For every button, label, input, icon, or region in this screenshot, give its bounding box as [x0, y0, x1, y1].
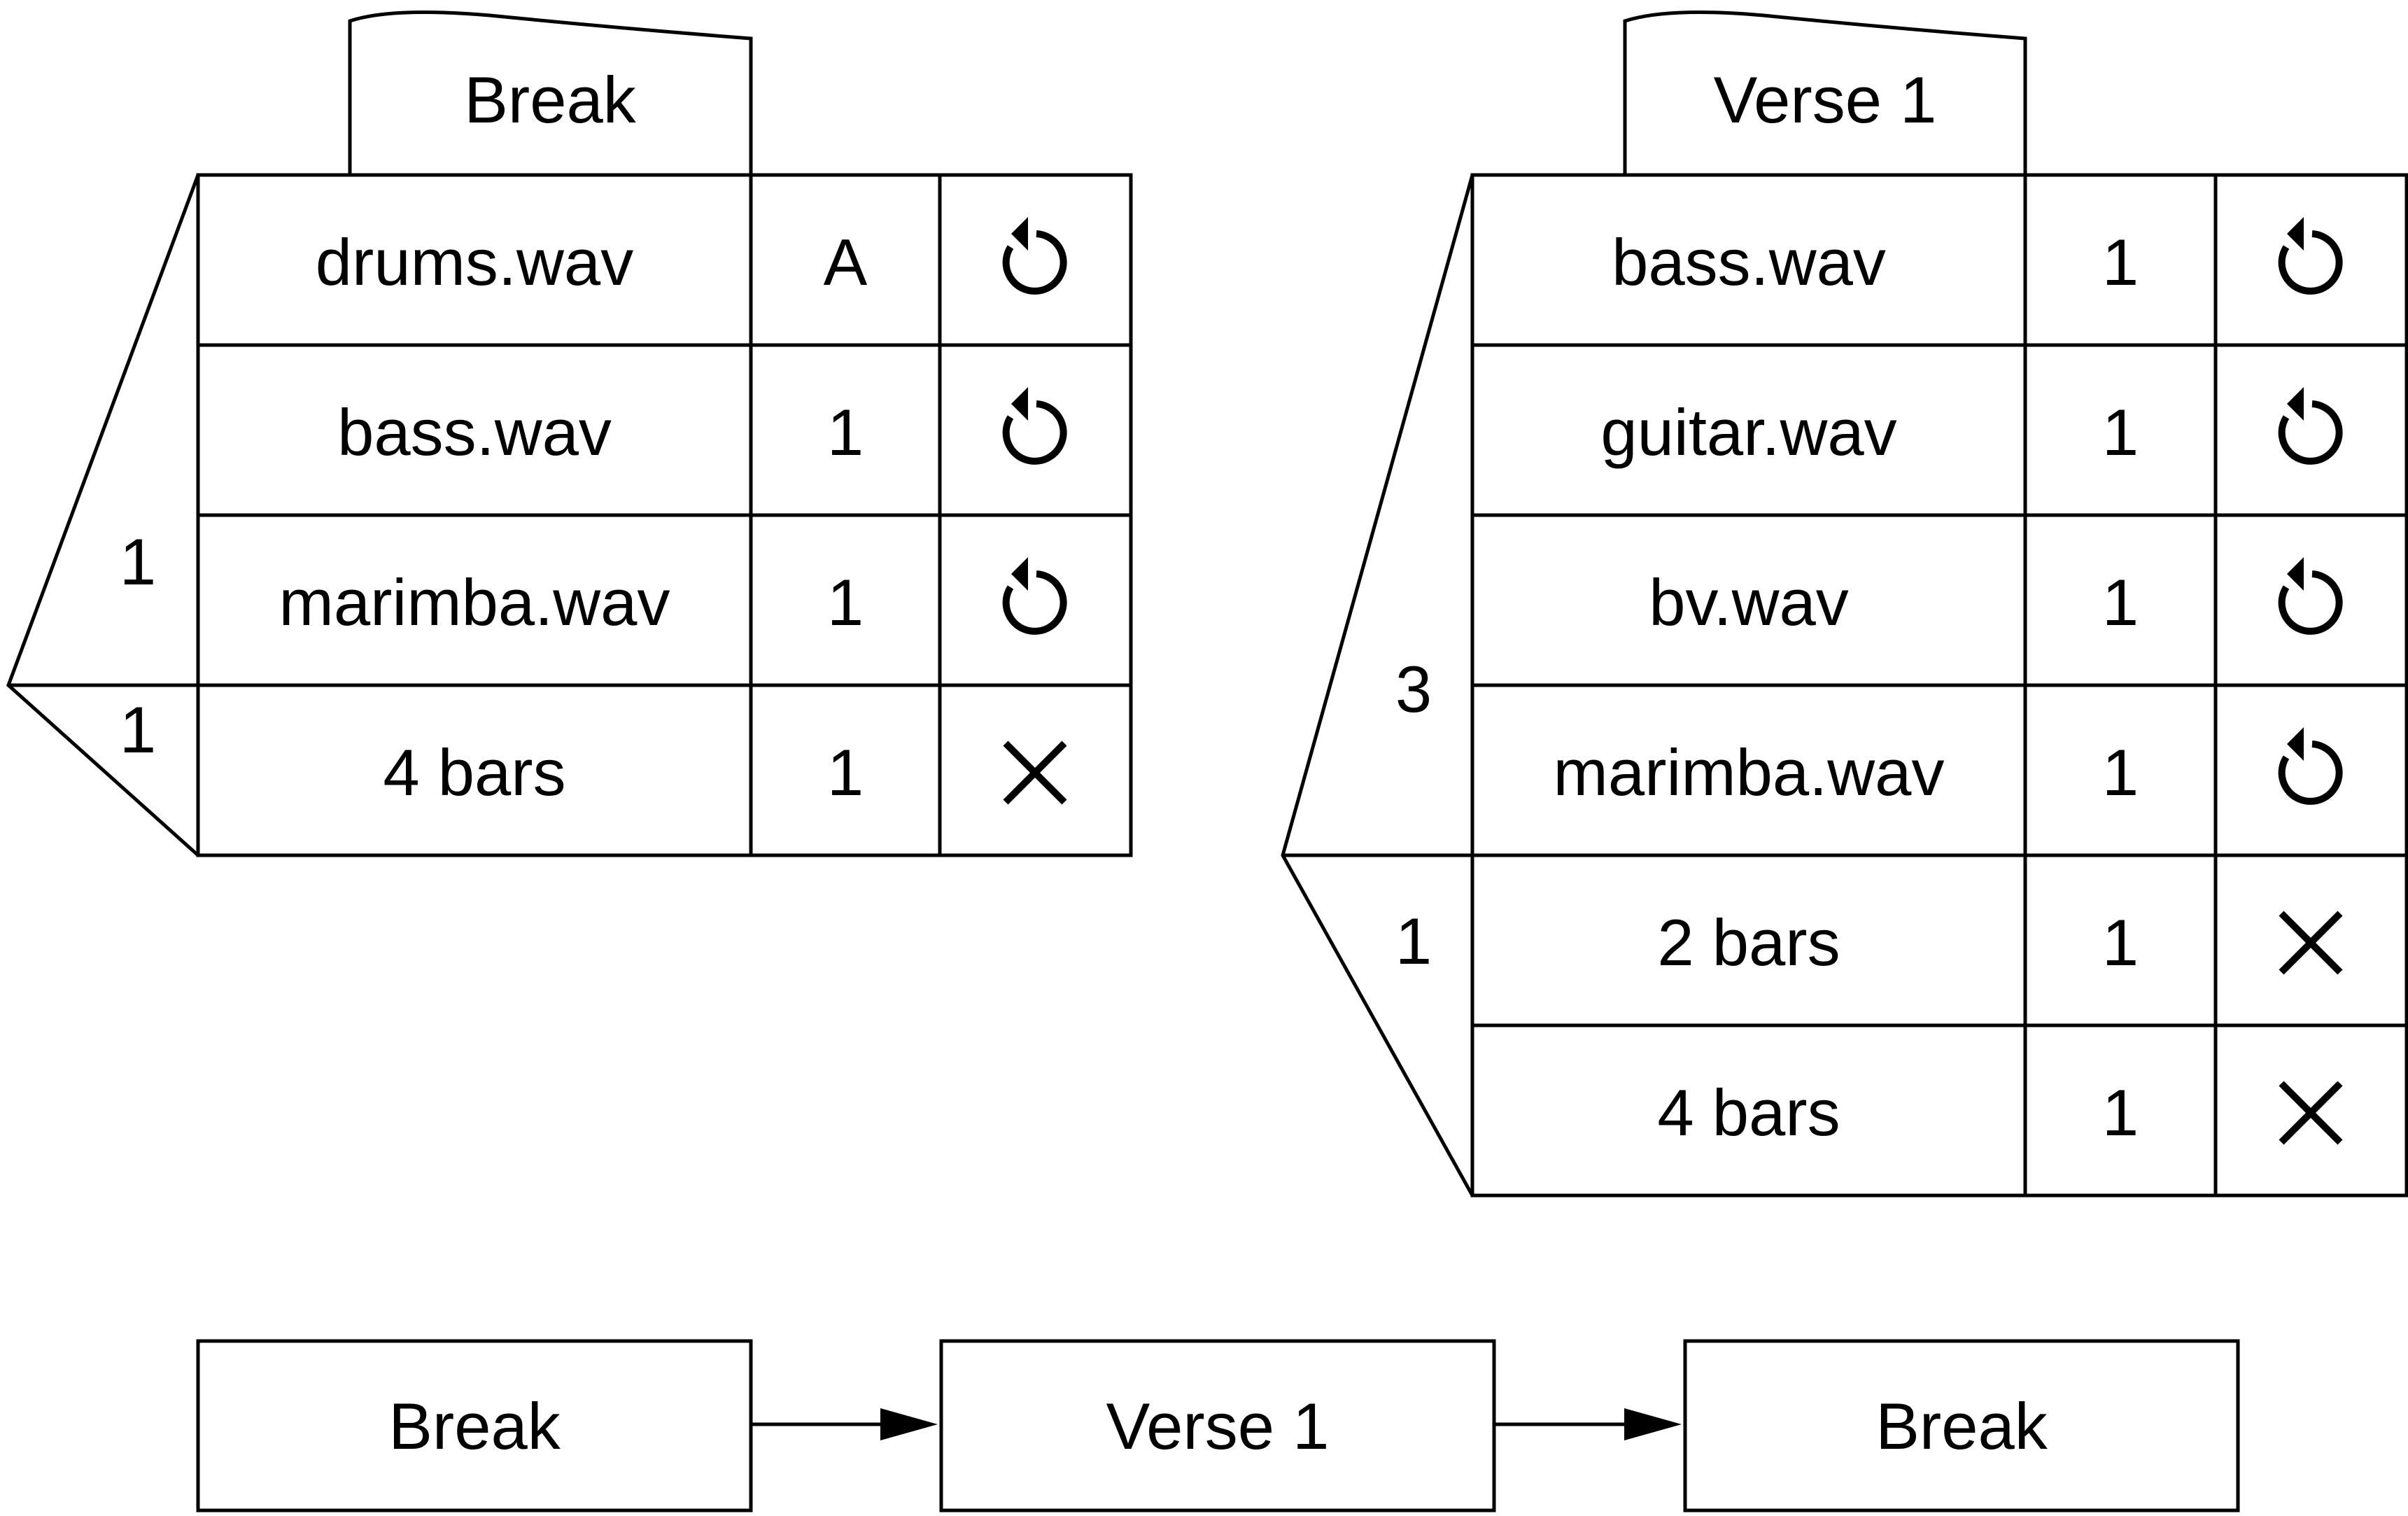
clip-name: drums.wav: [316, 225, 633, 299]
clip-value: 1: [827, 736, 864, 809]
group-count: 1: [1395, 904, 1432, 978]
clip-value: 1: [2102, 395, 2139, 469]
close-icon: [2279, 911, 2343, 975]
loop-icon: [2278, 557, 2343, 635]
sequence-node: [939, 1339, 1496, 1513]
table-row: marimba.wav 1: [279, 557, 1067, 639]
clip-value: 1: [2102, 906, 2139, 979]
scene-break-tab-title: Break: [464, 63, 637, 136]
scene-break-group-bracket: [6, 174, 200, 857]
clip-value: A: [824, 225, 868, 299]
table-row: bv.wav 1: [1649, 557, 2343, 639]
group-count: 1: [120, 693, 156, 766]
clip-name: marimba.wav: [1554, 736, 1945, 809]
table-row: guitar.wav 1: [1600, 387, 2343, 469]
clip-name: 4 bars: [383, 736, 565, 809]
clip-value: 1: [2102, 736, 2139, 809]
table-row: 4 bars 1: [1657, 1076, 2343, 1149]
scene-verse-1-group-bracket: [1281, 174, 1474, 1197]
table-row: bass.wav 1: [337, 387, 1067, 469]
clip-name: guitar.wav: [1600, 395, 1896, 469]
table-row: drums.wav A: [316, 217, 1067, 299]
table-row: marimba.wav 1: [1554, 727, 2343, 809]
sequence-arrow: [751, 1408, 938, 1440]
clip-value: 1: [827, 566, 864, 639]
sequence-node: [1683, 1339, 2240, 1513]
scene-break: Break 1 1 drums.wav A bass.wav 1: [6, 10, 1133, 857]
loop-icon: [2278, 387, 2343, 465]
table-row: 2 bars 1: [1657, 906, 2343, 979]
clip-name: 4 bars: [1657, 1076, 1840, 1149]
group-count: 1: [120, 525, 156, 598]
group-count: 3: [1395, 652, 1432, 726]
close-icon: [1003, 741, 1067, 805]
clip-name: 2 bars: [1657, 906, 1840, 979]
close-icon: [2279, 1081, 2343, 1145]
clip-value: 1: [827, 395, 864, 469]
loop-icon: [1002, 217, 1067, 295]
scene-verse-1-tab-title: Verse 1: [1714, 63, 1937, 136]
scene-break-tab: [348, 10, 753, 175]
loop-icon: [1002, 557, 1067, 635]
sequence-node-label: Break: [388, 1389, 561, 1463]
clip-name: bv.wav: [1649, 566, 1849, 639]
loop-icon: [2278, 727, 2343, 805]
sequence-arrow: [1494, 1408, 1682, 1440]
sequence-node: [196, 1339, 753, 1513]
table-row: bass.wav 1: [1612, 217, 2343, 299]
sequence-node-label: Break: [1875, 1389, 2048, 1463]
clip-name: bass.wav: [337, 395, 612, 469]
clip-value: 1: [2102, 225, 2139, 299]
sequence-node-label: Verse 1: [1106, 1389, 1330, 1463]
table-row: 4 bars 1: [383, 736, 1067, 809]
clip-name: marimba.wav: [279, 566, 670, 639]
scene-verse-1: Verse 1 3 1 bass.wav 1 guitar.wav 1: [1281, 10, 2408, 1198]
sequence-flow: Break Verse 1 Break: [196, 1339, 2240, 1513]
loop-icon: [2278, 217, 2343, 295]
clip-name: bass.wav: [1612, 225, 1886, 299]
loop-icon: [1002, 387, 1067, 465]
scene-verse-1-tab: [1623, 10, 2027, 175]
clip-value: 1: [2102, 566, 2139, 639]
clip-value: 1: [2102, 1076, 2139, 1149]
